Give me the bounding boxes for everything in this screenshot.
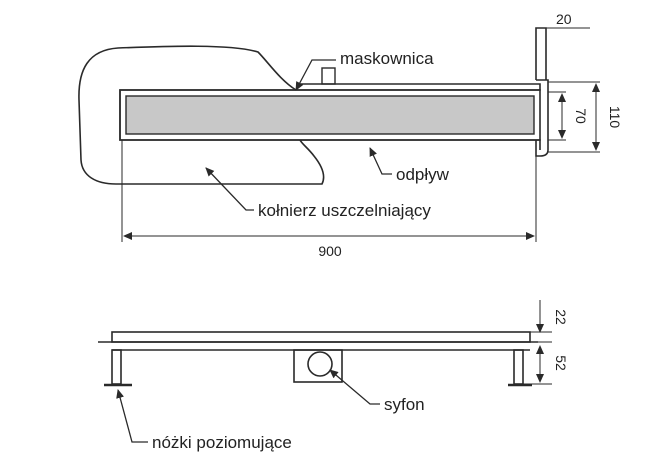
leader-maskownica xyxy=(295,59,336,91)
cover-tab xyxy=(321,67,336,85)
label-syfon: syfon xyxy=(384,395,425,414)
left-leg xyxy=(111,349,122,385)
outlet-body xyxy=(535,27,549,157)
siphon-box xyxy=(293,349,343,383)
dim-leg-height: 52 xyxy=(553,355,569,371)
top-view xyxy=(78,27,600,242)
right-leg xyxy=(513,349,524,385)
grate-cover xyxy=(125,95,535,135)
leader-syfon xyxy=(329,369,380,405)
dim-inner-height: 70 xyxy=(573,108,589,124)
label-nozki: nóżki poziomujące xyxy=(152,433,292,452)
leader-nozki xyxy=(116,389,148,443)
side-view xyxy=(98,300,552,387)
dim-outer-height: 110 xyxy=(607,106,623,129)
dim-top-width: 20 xyxy=(556,11,572,27)
label-maskownica: maskownica xyxy=(340,49,434,68)
channel-rect xyxy=(119,89,541,141)
leader-odplyw xyxy=(369,147,392,175)
dim-top-thickness: 22 xyxy=(553,309,569,325)
label-odplyw: odpływ xyxy=(396,165,450,184)
siphon-circle xyxy=(307,351,333,377)
top-plate xyxy=(111,331,531,343)
sealing-collar-outline xyxy=(78,45,325,185)
label-kolnierz: kołnierz uszczelniający xyxy=(258,201,431,220)
dim-length: 900 xyxy=(318,243,342,259)
leader-kolnierz xyxy=(205,167,254,211)
